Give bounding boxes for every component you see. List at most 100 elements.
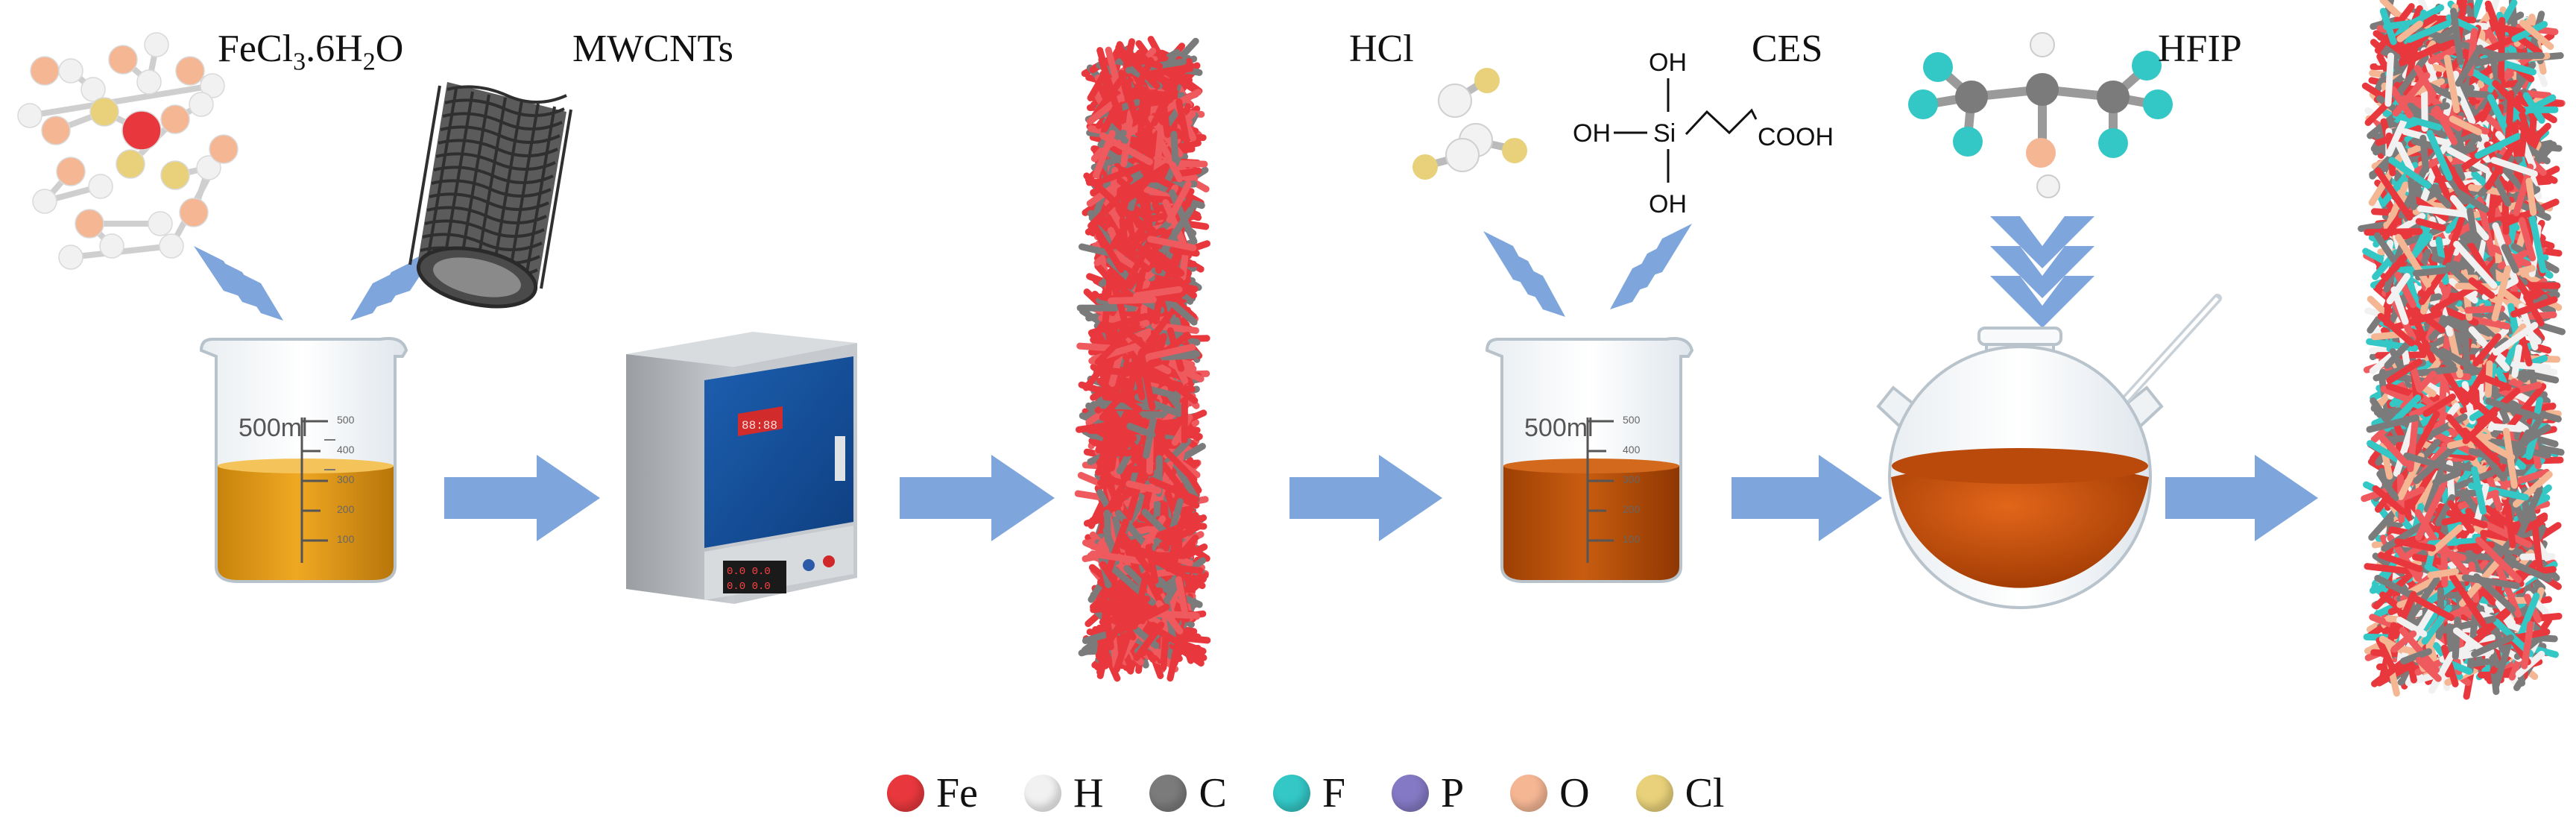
beaker-tick-label: 500 (1623, 414, 1641, 426)
stack-rod (1160, 632, 1169, 671)
stack-rod (2377, 552, 2423, 573)
stack-rod (2383, 18, 2424, 31)
hcl-label: HCl (1349, 28, 1414, 70)
stack-rod (2490, 157, 2538, 177)
stack-rod (2415, 483, 2446, 541)
stack-rod (2446, 509, 2488, 529)
stack-rod (1141, 508, 1169, 536)
oven-display: 0.0 0.0 (727, 581, 771, 593)
chevrons-mid-2 (1610, 224, 1692, 309)
stack-rod (2394, 538, 2437, 552)
stack-rod (1145, 543, 1159, 584)
stack-rod (2522, 92, 2545, 124)
atom-h (196, 155, 221, 180)
oven-knob (803, 559, 815, 571)
stack-rod (2441, 156, 2472, 199)
stack-rod (2445, 262, 2472, 289)
tube-mesh-line (441, 91, 474, 271)
stack-rod (2461, 427, 2500, 464)
stack-rod (2377, 432, 2410, 467)
legend-label: C (1199, 770, 1227, 816)
stack-rod (2409, 411, 2440, 463)
stack-rod (2472, 609, 2511, 645)
stack-rod (1143, 246, 1186, 287)
stack-rod (2428, 651, 2455, 694)
arrow-icon (1731, 455, 1882, 541)
stack-rod (2419, 267, 2448, 306)
stack-rod (2375, 637, 2396, 672)
stack-rod (1106, 368, 1155, 378)
stack-rod (2374, 575, 2417, 600)
atom-h (159, 233, 184, 259)
tube-mesh-line (540, 109, 572, 289)
stack-rod (2407, 418, 2419, 473)
stack-rod (2408, 25, 2459, 45)
stack-rod (1117, 177, 1146, 203)
stack-rod (2468, 277, 2496, 299)
stack-rod (2376, 470, 2399, 502)
stack-rod (2421, 413, 2468, 442)
stack-rod (1153, 125, 1165, 174)
stack-rod (2439, 347, 2485, 376)
stack-rod (2392, 112, 2443, 131)
stack-rod (2405, 20, 2452, 43)
stack-rod (2379, 7, 2397, 45)
atom-h (189, 92, 214, 117)
stack-rod (1111, 200, 1152, 233)
stack-rod (1098, 56, 1120, 109)
stack-rod (1158, 206, 1194, 258)
stack-rod (2531, 520, 2543, 571)
stack-rod (2430, 345, 2457, 370)
stack-rod (2478, 374, 2512, 391)
arrow-icon (2165, 455, 2318, 541)
ces-label: CES (1752, 28, 1823, 70)
hfip-modified-nanotube (2358, 0, 2566, 700)
stack-rod (2491, 173, 2512, 207)
stack-rod (1105, 429, 1125, 473)
stack-rod (2455, 189, 2490, 213)
stack-rod (1095, 447, 1115, 476)
ces-cooh: COOH (1758, 123, 1834, 151)
stack-rod (2457, 387, 2503, 427)
legend-label: P (1440, 770, 1465, 816)
hcl-molecule (1412, 138, 1480, 180)
stack-rod (2392, 72, 2431, 117)
oven-knob (823, 555, 835, 567)
stack-rod (2440, 215, 2465, 275)
stack-rod (2446, 414, 2471, 443)
stack-rod (1150, 420, 1183, 432)
atom-o (56, 157, 86, 186)
stack-rod (2377, 312, 2415, 347)
stack-rod (2453, 241, 2498, 289)
atom-h (32, 189, 57, 214)
legend-item: P (1391, 769, 1465, 817)
stack-rod (1171, 301, 1198, 326)
atom-o (108, 45, 138, 75)
stack-rod (1113, 627, 1134, 673)
stack-rod (2496, 566, 2522, 618)
stack-rod (1109, 210, 1136, 250)
stack-rod (2450, 7, 2464, 66)
stack-rod (1086, 426, 1143, 435)
atom-color-swatch (1024, 775, 1061, 812)
stack-rod (1115, 43, 1161, 89)
stack-rod (1151, 610, 1200, 620)
stack-rod (2449, 573, 2487, 627)
atom-o (160, 104, 190, 134)
tube-mesh-line (458, 94, 490, 274)
stack-rod (2372, 485, 2407, 515)
stack-rod (1163, 376, 1199, 404)
fecl3-hydrate-molecules (17, 32, 239, 270)
stack-rod (2398, 40, 2456, 65)
beaker-tick-label: 200 (1623, 503, 1641, 515)
stack-rod (2380, 385, 2411, 403)
stack-rod (2518, 217, 2536, 262)
atom-color-swatch (887, 775, 924, 812)
stack-rod (1094, 320, 1140, 366)
atom-h (17, 103, 42, 128)
stack-rod (2515, 34, 2543, 56)
stack-rod (2455, 44, 2484, 87)
stack-rod (2412, 267, 2450, 277)
stack-rod (1087, 187, 1129, 230)
